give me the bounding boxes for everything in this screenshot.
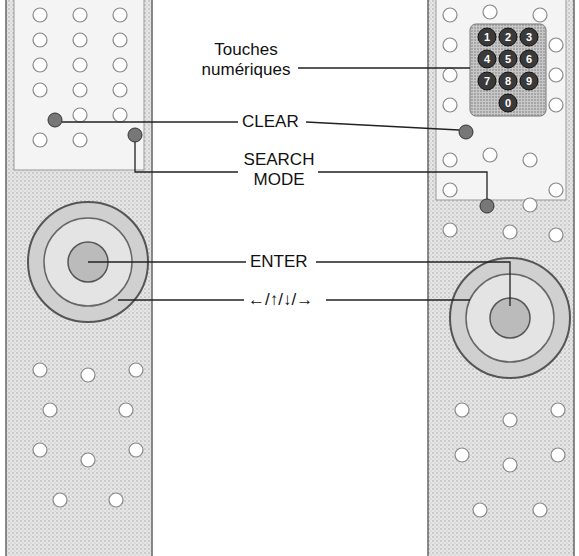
button-label: ←/↑/↓/→ — [246, 290, 315, 310]
button — [503, 458, 517, 472]
right-remote — [428, 0, 574, 556]
button-label: CLEAR — [240, 112, 301, 132]
button — [73, 83, 87, 97]
button — [119, 403, 133, 417]
button — [73, 8, 87, 22]
number-key — [499, 72, 517, 90]
left-remote — [6, 0, 152, 556]
leader-lines — [62, 68, 510, 306]
button — [443, 38, 457, 52]
number-keys — [478, 28, 538, 112]
button — [549, 38, 563, 52]
key-number: 5 — [499, 50, 517, 68]
button — [549, 228, 563, 242]
button — [129, 443, 143, 457]
button — [113, 58, 127, 72]
button — [73, 33, 87, 47]
number-key — [499, 94, 517, 112]
button — [551, 448, 565, 462]
button — [73, 133, 87, 147]
number-key — [499, 50, 517, 68]
number-key — [478, 72, 496, 90]
button — [109, 493, 123, 507]
button — [443, 98, 457, 112]
button — [523, 198, 537, 212]
button — [129, 363, 143, 377]
button — [549, 68, 563, 82]
number-key — [520, 28, 538, 46]
button — [523, 153, 537, 167]
button — [483, 5, 497, 19]
button — [53, 493, 67, 507]
button — [455, 403, 469, 417]
button — [503, 413, 517, 427]
button — [113, 108, 127, 122]
keypad-label: Touches numériques — [194, 40, 298, 79]
button — [549, 183, 563, 197]
button — [113, 33, 127, 47]
number-key — [478, 50, 496, 68]
button-label: ENTER — [248, 252, 310, 272]
key-number: 9 — [520, 72, 538, 90]
number-key — [520, 72, 538, 90]
button — [113, 83, 127, 97]
button — [503, 225, 517, 239]
button — [443, 68, 457, 82]
key-number: 0 — [499, 94, 517, 112]
button — [33, 363, 47, 377]
button — [81, 368, 95, 382]
button — [551, 403, 565, 417]
button — [73, 58, 87, 72]
button — [81, 453, 95, 467]
button — [533, 503, 547, 517]
button — [33, 8, 47, 22]
button — [33, 33, 47, 47]
key-number: 8 — [499, 72, 517, 90]
number-key — [499, 28, 517, 46]
button — [443, 153, 457, 167]
key-number: 2 — [499, 28, 517, 46]
button — [473, 503, 487, 517]
button — [443, 183, 457, 197]
button-label: SEARCH MODE — [240, 150, 318, 189]
button — [443, 223, 457, 237]
key-number: 4 — [478, 50, 496, 68]
button — [113, 8, 127, 22]
button — [33, 443, 47, 457]
button — [443, 8, 457, 22]
button — [43, 403, 57, 417]
button — [33, 133, 47, 147]
button — [33, 58, 47, 72]
number-key — [520, 50, 538, 68]
key-number: 1 — [478, 28, 496, 46]
button — [455, 448, 469, 462]
button — [73, 108, 87, 122]
button — [33, 83, 47, 97]
number-key — [478, 28, 496, 46]
button — [549, 98, 563, 112]
key-number: 3 — [520, 28, 538, 46]
key-number: 6 — [520, 50, 538, 68]
button — [483, 148, 497, 162]
button — [533, 8, 547, 22]
key-number: 7 — [478, 72, 496, 90]
